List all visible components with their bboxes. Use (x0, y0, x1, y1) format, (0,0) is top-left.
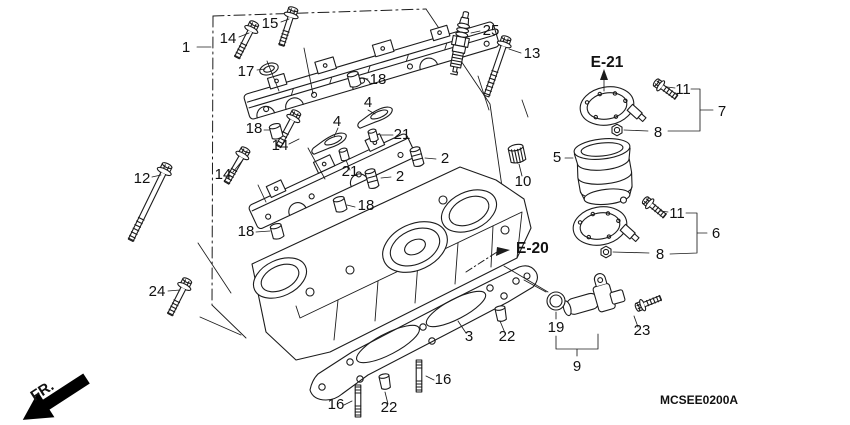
pulse-sensor (562, 273, 626, 317)
callout-25: 25 (483, 22, 500, 39)
callout-22-a: 22 (499, 328, 516, 345)
callout-6: 6 (712, 225, 720, 242)
callout-21-a: 21 (394, 126, 411, 143)
callout-14-a: 14 (220, 30, 237, 47)
callout-1: 1 (182, 39, 190, 56)
clamp-nut-lower (600, 245, 612, 259)
callout-22-b: 22 (381, 399, 398, 416)
callout-7: 7 (718, 103, 726, 120)
callout-18-c: 18 (358, 197, 375, 214)
bolt-24 (162, 275, 196, 319)
callout-14-c: 14 (215, 166, 232, 183)
callout-5: 5 (553, 149, 561, 166)
ref-e20: E-20 (516, 240, 549, 257)
dowel-22-b (378, 372, 392, 391)
dowel-2-a (409, 145, 425, 169)
callout-23: 23 (634, 322, 651, 339)
head-gasket (309, 265, 539, 401)
assembly-box-leader-left (211, 304, 247, 339)
callout-18-d: 18 (238, 223, 255, 240)
callout-16-a: 16 (328, 396, 345, 413)
leader-lines (151, 18, 714, 406)
front-direction-arrow (22, 373, 90, 420)
band-clamp-lower (569, 200, 642, 254)
callout-14-b: 14 (272, 137, 289, 154)
callout-18-a: 18 (370, 71, 387, 88)
callout-3: 3 (465, 328, 473, 345)
cylinder-head-body (251, 166, 532, 361)
callout-10: 10 (515, 173, 532, 190)
callout-15: 15 (262, 15, 279, 32)
bolt-15 (274, 4, 302, 49)
callout-9: 9 (573, 358, 581, 375)
insulator-boot (573, 138, 633, 206)
clamp-bolt-11-b (639, 193, 670, 222)
assembly-box-left-edge (211, 15, 214, 306)
plate-4-a (354, 104, 395, 130)
callout-17: 17 (238, 63, 255, 80)
dowel-21-b (338, 146, 351, 163)
seal-17 (259, 62, 279, 76)
e21-arrow (600, 69, 608, 92)
callout-21-b: 21 (342, 163, 359, 180)
dowel-22-a (494, 304, 508, 323)
callout-8-b: 8 (656, 246, 664, 263)
band-clamp-upper (576, 80, 649, 134)
callout-16-b: 16 (435, 371, 452, 388)
spark-plug (449, 11, 470, 76)
rubber-cap-10 (507, 142, 527, 165)
sensor-bolt (633, 291, 664, 314)
ref-e21: E-21 (591, 54, 624, 71)
camshaft-holder-lower (248, 133, 416, 230)
e20-arrow (465, 247, 510, 273)
callout-2-a: 2 (441, 150, 449, 167)
callout-18-b: 18 (246, 120, 263, 137)
clamp-nut-upper (611, 123, 623, 137)
diagram-code: MCSEE0200A (660, 393, 738, 407)
callout-11-a: 11 (675, 81, 691, 98)
callout-2-b: 2 (396, 168, 404, 185)
sensor-o-ring (546, 291, 566, 311)
callout-4-b: 4 (333, 113, 341, 130)
callout-12: 12 (134, 170, 151, 187)
assembly-box-top-edge (212, 8, 427, 17)
cap-18-c (332, 194, 348, 214)
stud-16-a (354, 384, 362, 418)
callout-24: 24 (149, 283, 166, 300)
callout-11-b: 11 (669, 205, 685, 222)
callout-8-a: 8 (654, 124, 662, 141)
stud-16-b (415, 359, 423, 393)
callout-4-a: 4 (364, 94, 372, 111)
callout-19: 19 (548, 319, 565, 336)
cap-18-d (269, 221, 285, 241)
callout-13: 13 (524, 45, 541, 62)
